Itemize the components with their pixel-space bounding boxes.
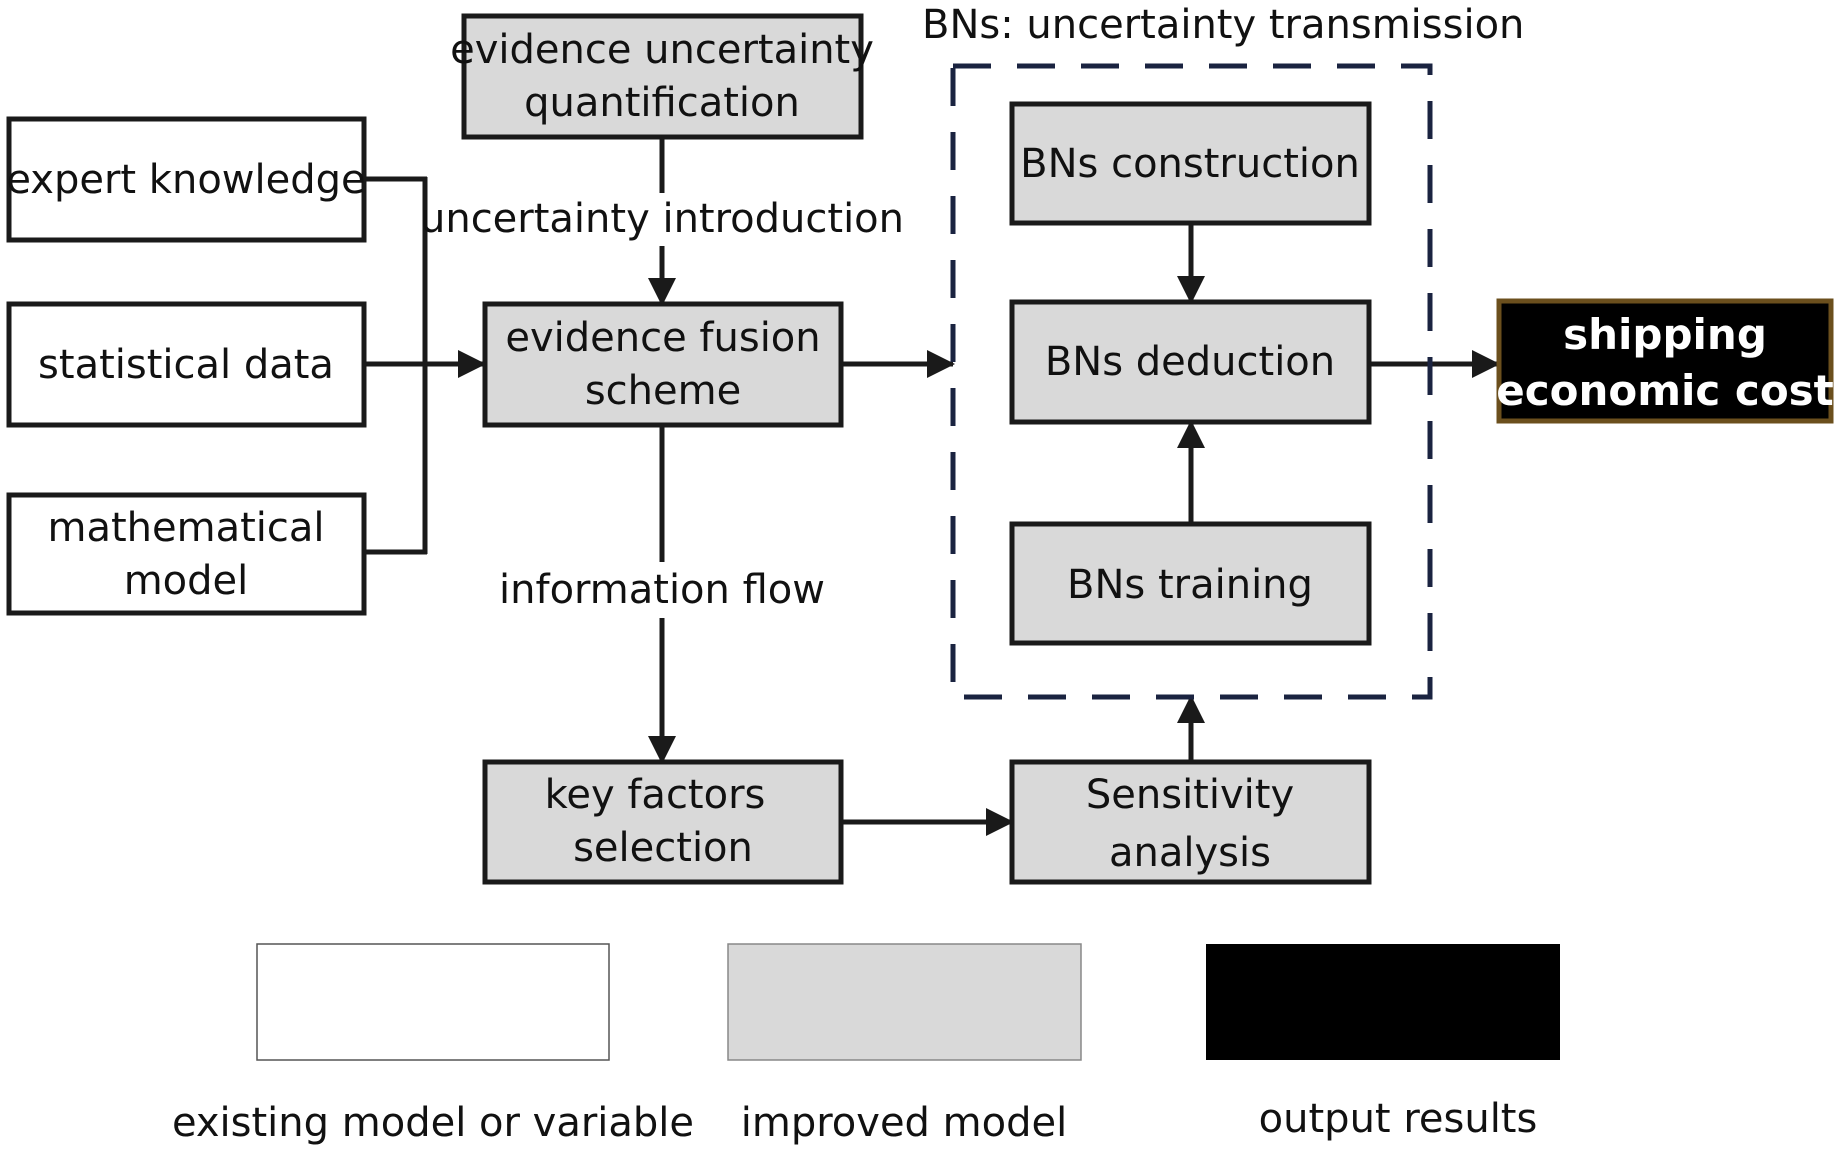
information-flow-label: information flow — [499, 567, 825, 613]
uncertainty-quantification-label-line2: quantification — [524, 80, 800, 126]
bns-group-title: BNs: uncertainty transmission — [922, 2, 1524, 48]
shipping-cost-label-line1: shipping — [1563, 310, 1767, 359]
evidence-fusion-box — [482, 301, 844, 428]
mathematical-model-box — [6, 492, 367, 616]
expert-knowledge-label: expert knowledge — [6, 157, 365, 203]
sensitivity-analysis-label-line1: Sensitivity — [1086, 772, 1294, 818]
statistical-data-label: statistical data — [38, 342, 334, 388]
statistical-data-box — [6, 301, 367, 428]
bns-construction-box — [1009, 101, 1372, 226]
bns-training-label: BNs training — [1067, 562, 1313, 608]
legend-existing-swatch — [256, 943, 610, 1061]
shipping-cost-label-line2: economic cost — [1496, 366, 1834, 415]
bns-training-box — [1009, 521, 1372, 646]
legend-improved-label: improved model — [741, 1100, 1067, 1146]
legend-output-swatch — [1206, 944, 1560, 1060]
legend: existing model or variable improved mode… — [172, 943, 1560, 1146]
evidence-fusion-label-line1: evidence fusion — [505, 315, 820, 361]
uncertainty-quantification-box — [461, 13, 864, 140]
legend-output-label: output results — [1259, 1096, 1538, 1142]
uncertainty-introduction-label: uncertainty introduction — [420, 196, 904, 242]
connectors — [364, 137, 1500, 836]
bns-deduction-label: BNs deduction — [1045, 339, 1335, 385]
bns-group-frame — [950, 63, 1433, 700]
expert-knowledge-box — [6, 116, 367, 243]
sensitivity-analysis-box — [1009, 759, 1372, 885]
mathematical-model-label-line2: model — [124, 558, 249, 604]
key-factors-label-line2: selection — [573, 825, 753, 871]
bns-deduction-box — [1009, 299, 1372, 425]
key-factors-label-line1: key factors — [545, 772, 766, 818]
evidence-fusion-label-line2: scheme — [585, 368, 741, 414]
key-factors-box — [482, 759, 844, 885]
legend-existing-label: existing model or variable — [172, 1100, 694, 1146]
uncertainty-quantification-label-line1: evidence uncertainty — [450, 27, 874, 73]
bns-construction-label: BNs construction — [1020, 141, 1360, 187]
mathematical-model-label-line1: mathematical — [47, 505, 324, 551]
sensitivity-analysis-label-line2: analysis — [1109, 830, 1271, 876]
legend-improved-swatch — [727, 943, 1082, 1061]
shipping-cost-output-box — [1496, 298, 1834, 424]
